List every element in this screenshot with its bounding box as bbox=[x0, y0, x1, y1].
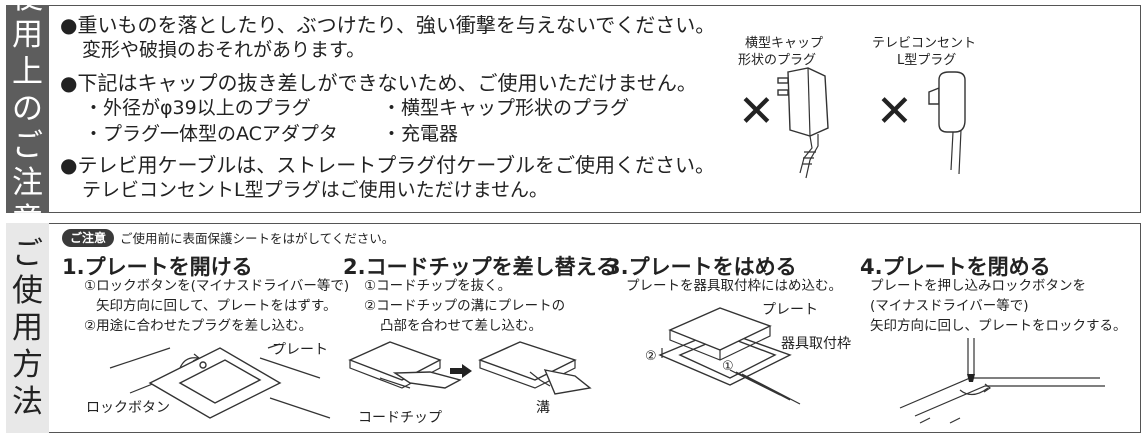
usage-tab-char: 方 bbox=[12, 346, 43, 383]
step-3-title: 3.プレートをはめる bbox=[606, 255, 797, 279]
caution-item: ・外径がφ39以上のプラグ bbox=[84, 97, 311, 119]
usage-tab-char: 法 bbox=[12, 383, 43, 420]
step-line: 矢印方向に回して、プレートをはずす。 bbox=[96, 298, 337, 314]
step-1-title: 1.プレートを開ける bbox=[62, 255, 253, 279]
figure-label: 形状のプラグ bbox=[738, 53, 817, 68]
note-badge: ご注意 bbox=[62, 229, 115, 247]
caution-bullet-1-sub: 変形や破損のおそれがあります。 bbox=[82, 39, 366, 61]
caution-tab-char: の bbox=[12, 90, 43, 127]
caution-bullet-1: ●重いものを落としたり、ぶつけたり、強い衝撃を与えないでください。 bbox=[60, 13, 715, 37]
label-lock-button: ロックボタン bbox=[86, 400, 170, 416]
caution-tab-char: 使 bbox=[12, 0, 43, 17]
step-line: プレートを器具取付枠にはめ込む。 bbox=[626, 278, 842, 294]
usage-tab-char: 用 bbox=[12, 309, 43, 346]
label-plate: プレート bbox=[762, 302, 818, 318]
caution-tab-char: 用 bbox=[12, 16, 43, 53]
step-2-illustration bbox=[348, 341, 592, 395]
figure-label: 横型キャップ bbox=[745, 36, 824, 51]
caution-bullet-3: ●テレビ用ケーブルは、ストレートプラグ付ケーブルをご使用ください。 bbox=[60, 153, 715, 177]
step-line: ②コードチップの溝にプレートの bbox=[364, 298, 566, 314]
step-4-illustration bbox=[899, 338, 1105, 424]
label-plate: プレート bbox=[272, 342, 328, 358]
bullet-mark: ● bbox=[60, 71, 78, 95]
l-type-tv-plug-icon bbox=[928, 71, 966, 175]
step-3-illustration bbox=[658, 307, 801, 405]
label-mount-frame: 器具取付枠 bbox=[781, 336, 851, 352]
figure-label: テレビコンセント bbox=[872, 36, 977, 51]
prohibited-mark: ✕ bbox=[738, 86, 775, 137]
bullet-main: テレビ用ケーブルは、ストレートプラグ付ケーブルをご使用ください。 bbox=[77, 153, 716, 177]
step-2-title: 2.コードチップを差し替える bbox=[343, 255, 617, 279]
usage-tab-char: ご bbox=[12, 235, 43, 272]
caution-bullet-3-sub: テレビコンセントL型プラグはご使用いただけません。 bbox=[82, 179, 549, 201]
bullet-mark: ● bbox=[60, 153, 78, 177]
usage-tab-char: 使 bbox=[12, 272, 43, 309]
note-text: ご使用前に表面保護シートをはがしてください。 bbox=[120, 230, 395, 246]
caution-tab-char: 上 bbox=[12, 53, 43, 90]
bullet-mark: ● bbox=[60, 13, 78, 37]
step-4-title: 4.プレートを閉める bbox=[860, 255, 1051, 279]
bullet-main: 重いものを落としたり、ぶつけたり、強い衝撃を与えないでください。 bbox=[77, 13, 716, 37]
prohibited-mark: ✕ bbox=[876, 86, 913, 137]
usage-tab: ご 使 用 方 法 bbox=[6, 223, 49, 433]
label-step-num: ① bbox=[722, 359, 734, 374]
caution-tab: 使 用 上 の ご 注 意 bbox=[6, 0, 49, 238]
caution-tab-char: 注 bbox=[12, 164, 43, 201]
caution-tab-char: ご bbox=[12, 127, 43, 164]
step-1-illustration bbox=[109, 343, 331, 419]
caution-item: ・プラグ一体型のACアダプタ bbox=[84, 123, 338, 145]
caution-bullet-2: ●下記はキャップの抜き差しができないため、ご使用いただけません。 bbox=[60, 71, 697, 95]
note-row: ご注意 ご使用前に表面保護シートをはがしてください。 bbox=[62, 229, 394, 247]
caution-item: ・横型キャップ形状のプラグ bbox=[382, 97, 630, 119]
caution-item: ・充電器 bbox=[382, 123, 459, 145]
step-line: ①コードチップを抜く。 bbox=[364, 278, 512, 294]
step-line: (マイナスドライバー等で) bbox=[870, 298, 1029, 314]
label-cord-chip: コードチップ bbox=[358, 410, 442, 426]
figure-label: L型プラグ bbox=[897, 53, 957, 68]
step-line: プレートを押し込みロックボタンを bbox=[870, 278, 1086, 294]
step-line: 矢印方向に回し、プレートをロックする。 bbox=[870, 318, 1127, 334]
label-groove: 溝 bbox=[536, 400, 550, 416]
bullet-main: 下記はキャップの抜き差しができないため、ご使用いただけません。 bbox=[77, 71, 697, 95]
label-step-num: ② bbox=[645, 349, 657, 364]
step-line: ①ロックボタンを(マイナスドライバー等で) bbox=[84, 278, 350, 294]
step-line: ②用途に合わせたプラグを差し込む。 bbox=[84, 318, 313, 334]
horizontal-cap-plug-icon bbox=[777, 67, 829, 179]
step-line: 凸部を合わせて差し込む。 bbox=[380, 318, 542, 334]
